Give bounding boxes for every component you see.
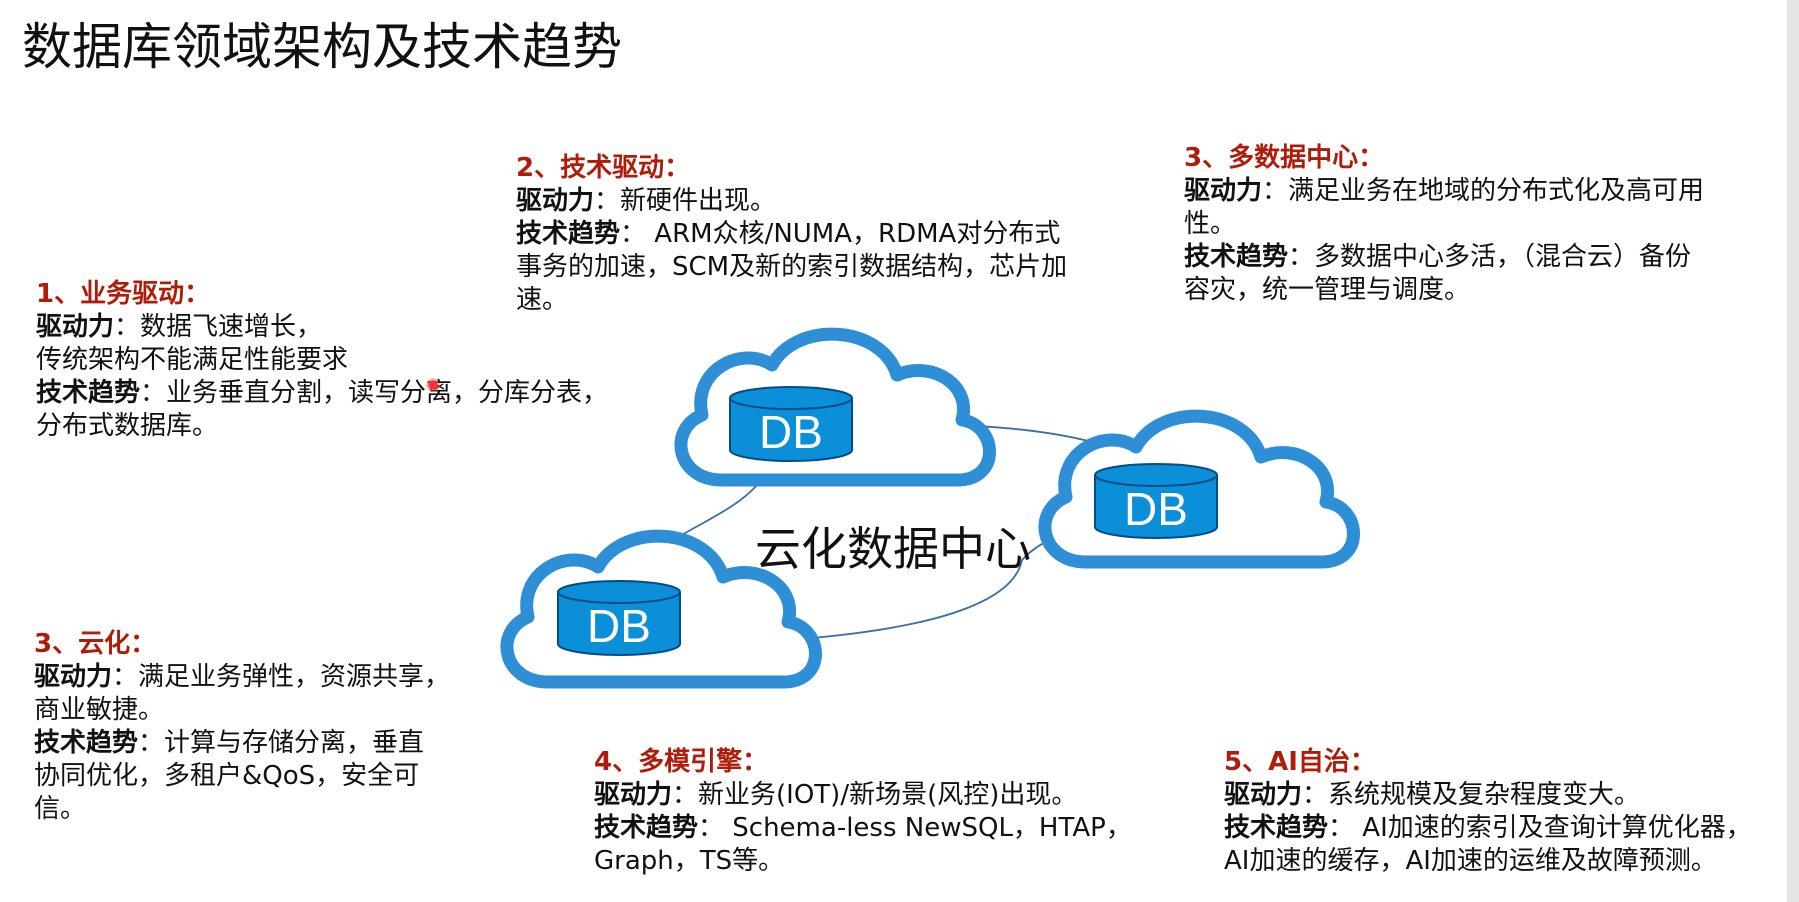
cloud-trend-text3: 信。 [34, 794, 87, 824]
ai-trend-label: 技术趋势 [1224, 813, 1329, 843]
business-driver-text2: 传统架构不能满足性能要求 [36, 345, 349, 375]
db-label-left: DB [587, 600, 651, 652]
cloud-driver-text2: 商业敏捷。 [34, 695, 165, 725]
multimodel-driver-text: ：新业务(IOT)/新场景(风控)出现。 [672, 780, 1078, 810]
tech-driven-block: 2、技术驱动： 驱动力：新硬件出现。 技术趋势： ARM众核/NUMA，RDMA… [516, 152, 1067, 317]
cloud-trend-text2: 协同优化，多租户&QoS，安全可 [34, 761, 420, 791]
multidc-heading: 3、多数据中心： [1184, 143, 1385, 173]
tech-trend-label: 技术趋势 [516, 219, 621, 249]
page-title: 数据库领域架构及技术趋势 [22, 18, 622, 76]
multimodel-trend-text2: Graph，TS等。 [594, 846, 785, 876]
ai-driver-label: 驱动力 [1224, 780, 1303, 810]
center-label: 云化数据中心 [755, 522, 1031, 576]
db-cylinder-right: DB [1094, 463, 1218, 539]
business-driver-label: 驱动力 [36, 312, 115, 342]
ai-autonomy-block: 5、AI自治： 驱动力：系统规模及复杂程度变大。 技术趋势： AI加速的索引及查… [1224, 746, 1752, 878]
window-scrollbar[interactable] [1787, 0, 1799, 902]
tech-trend-text3: 速。 [516, 285, 569, 315]
multidc-driver-label: 驱动力 [1184, 176, 1263, 206]
ai-trend-text: ： AI加速的索引及查询计算优化器， [1328, 813, 1752, 843]
cloud-driver-text: ：满足业务弹性，资源共享， [112, 662, 451, 692]
tech-heading: 2、技术驱动： [516, 153, 691, 183]
multidc-trend-text2: 容灾，统一管理与调度。 [1184, 275, 1471, 305]
ai-trend-text2: AI加速的缓存，AI加速的运维及故障预测。 [1224, 846, 1717, 876]
multimodel-trend-text: ： Schema-less NewSQL，HTAP， [698, 813, 1132, 843]
business-driven-block: 1、业务驱动： 驱动力：数据飞速增长， 传统架构不能满足性能要求 技术趋势：业务… [36, 278, 608, 443]
tech-driver-label: 驱动力 [516, 186, 595, 216]
cloud-trend-text: ：计算与存储分离，垂直 [138, 728, 425, 758]
multidc-driver-text: ：满足业务在地域的分布式化及高可用 [1262, 176, 1705, 206]
multimodel-heading: 4、多模引擎： [594, 747, 769, 777]
cloud-driver-label: 驱动力 [34, 662, 113, 692]
multimodel-driver-label: 驱动力 [594, 780, 673, 810]
multi-datacenter-block: 3、多数据中心： 驱动力：满足业务在地域的分布式化及高可用 性。 技术趋势：多数… [1184, 142, 1704, 307]
db-label-right: DB [1124, 483, 1188, 535]
business-heading: 1、业务驱动： [36, 279, 211, 309]
db-label-top: DB [759, 406, 823, 458]
laser-pointer-dot [426, 378, 440, 392]
tech-trend-text: ： ARM众核/NUMA，RDMA对分布式 [620, 219, 1061, 249]
business-trend-label: 技术趋势 [36, 378, 141, 408]
cloud-heading: 3、云化： [34, 629, 157, 659]
business-driver-text: ：数据飞速增长， [114, 312, 323, 342]
ai-heading: 5、AI自治： [1224, 747, 1376, 777]
business-trend-text: ：业务垂直分割，读写分离，分库分表， [140, 378, 609, 408]
cloud-trend-label: 技术趋势 [34, 728, 139, 758]
multidc-trend-text: ：多数据中心多活，（混合云）备份 [1288, 242, 1692, 272]
tech-trend-text2: 事务的加速，SCM及新的索引数据结构，芯片加 [516, 252, 1068, 282]
multimodel-trend-label: 技术趋势 [594, 813, 699, 843]
multidc-trend-label: 技术趋势 [1184, 242, 1289, 272]
business-trend-text2: 分布式数据库。 [36, 411, 219, 441]
db-cylinder-left: DB [557, 580, 681, 656]
multi-model-engine-block: 4、多模引擎： 驱动力：新业务(IOT)/新场景(风控)出现。 技术趋势： Sc… [594, 746, 1132, 878]
db-cylinder-top: DB [729, 386, 853, 462]
ai-driver-text: ：系统规模及复杂程度变大。 [1302, 780, 1641, 810]
tech-driver-text: ：新硬件出现。 [594, 186, 777, 216]
multidc-driver-text2: 性。 [1184, 209, 1237, 239]
cloudification-block: 3、云化： 驱动力：满足业务弹性，资源共享， 商业敏捷。 技术趋势：计算与存储分… [34, 628, 450, 826]
